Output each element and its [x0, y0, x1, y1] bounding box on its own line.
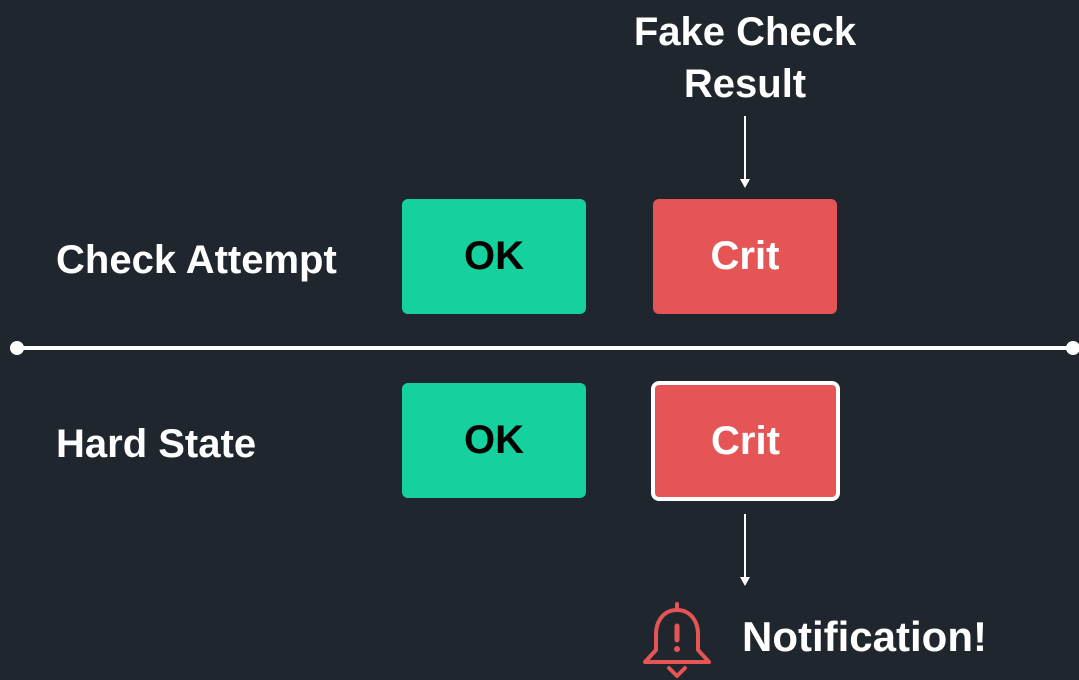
check-attempt-crit-state: Crit: [653, 199, 837, 314]
hard-state-ok-state: OK: [402, 383, 586, 498]
fake-check-result-label: Fake Check Result: [633, 10, 857, 106]
check-attempt-ok-state: OK: [402, 199, 586, 314]
timeline-divider: [10, 341, 1079, 355]
arrow-down-icon: [740, 116, 750, 188]
hard-state-label: Hard State: [56, 422, 257, 466]
arrow-down-icon: [740, 514, 750, 586]
hard-state-crit-state: Crit: [651, 381, 840, 501]
notification-label: Notification!: [742, 613, 987, 660]
bell-alert-icon: [643, 602, 711, 678]
check-attempt-label: Check Attempt: [56, 238, 337, 282]
